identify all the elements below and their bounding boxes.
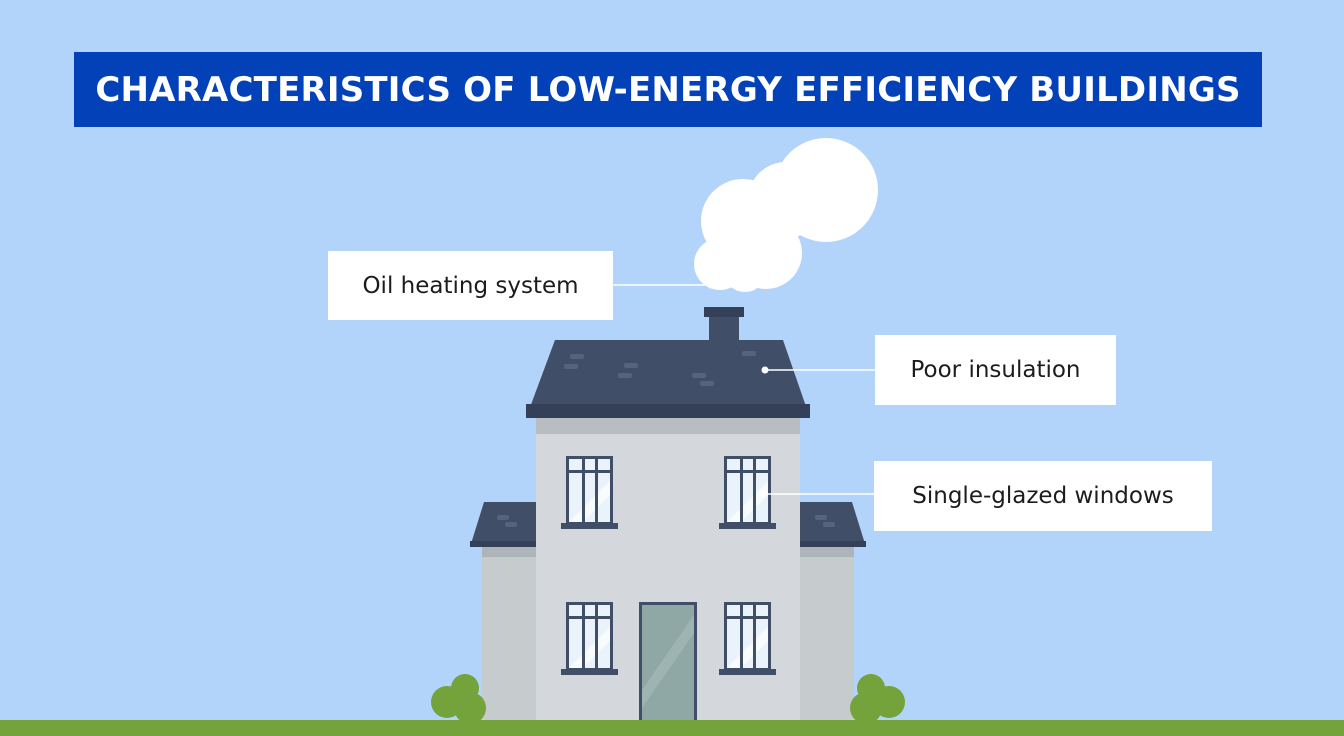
house-roof [526,340,810,418]
window-upper-left [561,456,618,529]
window-lower-left [561,602,618,675]
bush-right [850,674,905,724]
right-wing [796,502,866,722]
label-oil-heating-system: Oil heating system [328,251,613,320]
page-title: CHARACTERISTICS OF LOW-ENERGY EFFICIENCY… [95,69,1241,110]
left-wing [470,502,540,722]
front-door [639,602,697,722]
smoke-cloud [694,138,878,292]
window-lower-right [719,602,776,675]
bush-left [431,674,486,724]
callout-lines [613,284,875,495]
title-banner: CHARACTERISTICS OF LOW-ENERGY EFFICIENCY… [74,52,1262,127]
callout-dots [707,281,769,498]
window-upper-right [719,456,776,529]
ground-grass [0,720,1344,736]
label-poor-insulation: Poor insulation [875,335,1116,405]
label-single-glazed-windows: Single-glazed windows [874,461,1212,531]
